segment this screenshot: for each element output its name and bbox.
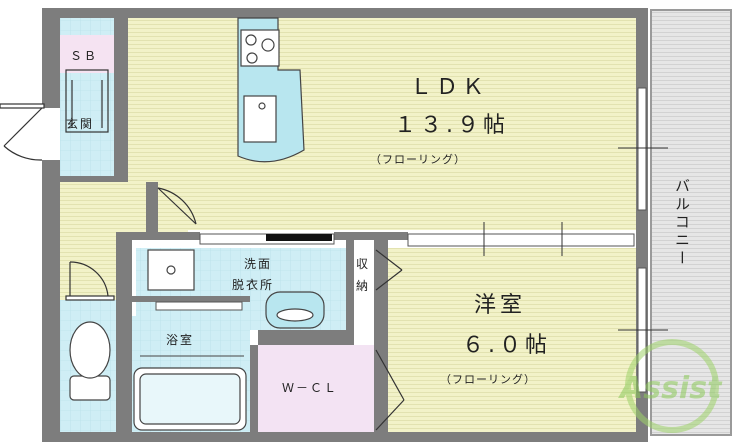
kitchen-counter <box>237 17 305 163</box>
window-ldk <box>637 87 647 211</box>
assist-logo: Assist <box>618 339 723 433</box>
wcl-label: Ｗ－ＣＬ <box>282 381 338 395</box>
bedroom-name: 洋室 <box>474 293 526 318</box>
entrance-door <box>0 103 45 161</box>
ldk-floor <box>128 18 636 230</box>
sb-label: ＳＢ <box>70 49 98 63</box>
hall-door <box>157 187 197 225</box>
storage-door <box>375 249 403 291</box>
bath-label: 浴室 <box>166 332 194 347</box>
balcony-label: バルコニー <box>673 178 691 268</box>
washroom-label-2: 脱衣所 <box>232 277 274 292</box>
balcony-area <box>650 9 732 436</box>
entrance-label: 玄関 <box>66 116 94 131</box>
bathtub <box>133 367 247 431</box>
ldk-floor-label: （フローリング） <box>370 152 466 166</box>
wcl-floor <box>258 345 374 435</box>
bedroom-floor-label: （フローリング） <box>440 372 536 386</box>
sb-outline <box>65 69 109 133</box>
wcl-door <box>375 349 405 431</box>
svg-text:Assist: Assist <box>618 371 723 406</box>
bath-door <box>155 301 243 311</box>
storage-label-1: 収 <box>356 257 370 271</box>
sb-area <box>60 35 114 73</box>
washroom-label-1: 洗面 <box>244 257 272 271</box>
toilet-fixture <box>69 321 111 401</box>
washer-space <box>147 249 195 291</box>
storage-floor <box>354 248 376 308</box>
walls <box>42 8 648 442</box>
toilet-door <box>65 261 115 301</box>
sliding-partition <box>407 233 635 247</box>
bedroom-floor <box>388 248 636 435</box>
wash-basin <box>265 291 325 329</box>
storage-label-2: 納 <box>356 279 370 293</box>
bedroom-size: ６.０帖 <box>462 333 551 358</box>
ldk-name: ＬＤＫ <box>410 75 488 100</box>
ldk-size: １３.９帖 <box>394 113 509 138</box>
